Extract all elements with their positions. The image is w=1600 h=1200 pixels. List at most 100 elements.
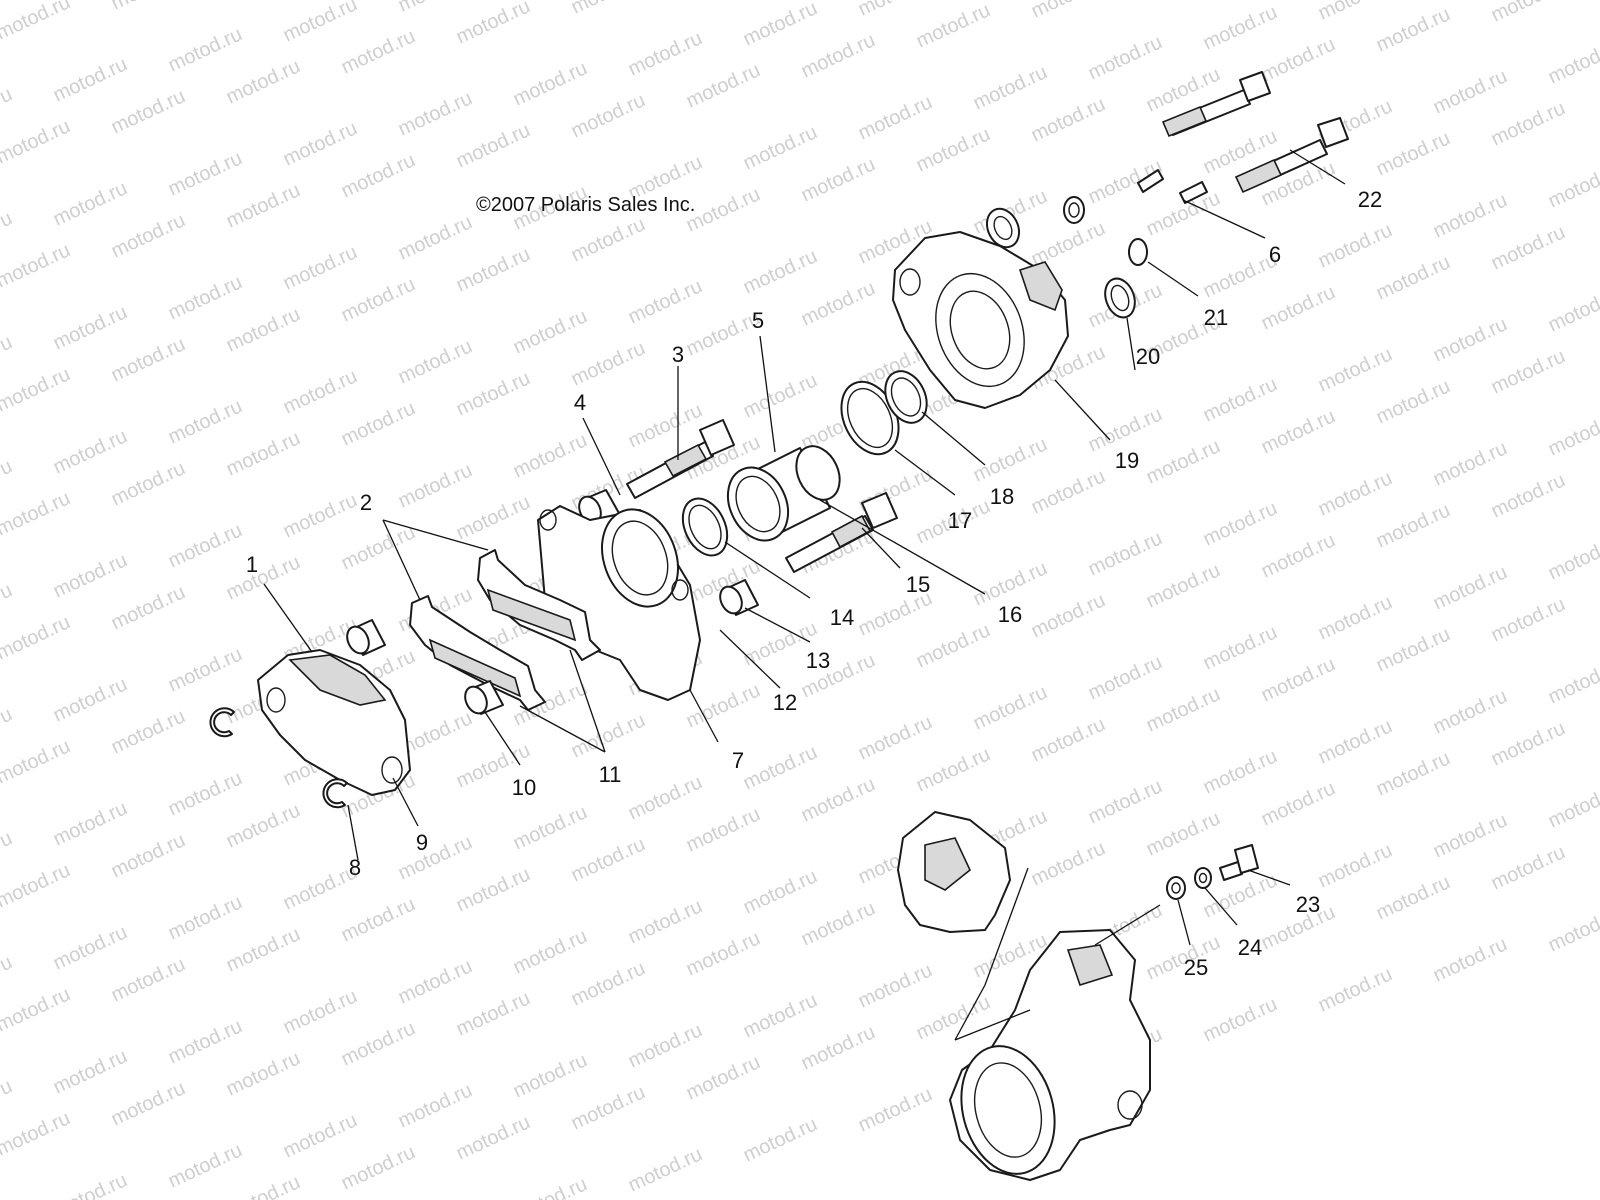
callout-7: 7 <box>732 748 744 773</box>
watermark-text: motod.ru <box>453 863 534 916</box>
watermark-text: motod.ru <box>1430 313 1511 366</box>
watermark-text: motod.ru <box>1143 435 1224 488</box>
caliper-housing-1 <box>257 649 411 796</box>
watermark-text: motod.ru <box>568 833 649 886</box>
watermark-text: motod.ru <box>740 1113 821 1166</box>
washer-21 <box>1128 238 1148 266</box>
watermark-text: motod.ru <box>1545 159 1600 212</box>
caliper-body-19 <box>892 231 1069 409</box>
bleeder-screw-left <box>1137 169 1164 193</box>
watermark-text: motod.ru <box>1315 963 1396 1016</box>
clip-upper <box>209 707 235 738</box>
callout-2: 2 <box>360 490 372 515</box>
watermark-text: motod.ru <box>223 427 304 480</box>
watermark-text: motod.ru <box>338 893 419 946</box>
watermark-text: motod.ru <box>740 741 821 794</box>
watermark-text: motod.ru <box>0 951 16 1004</box>
watermark-text: motod.ru <box>1028 465 1109 518</box>
watermark-text: motod.ru <box>1028 713 1109 766</box>
callouts: 1 2 3 4 5 6 7 8 9 10 11 12 13 14 15 16 1… <box>246 187 1382 980</box>
watermark-text: motod.ru <box>798 773 879 826</box>
watermark-text: motod.ru <box>108 705 189 758</box>
watermark-text: motod.ru <box>1315 343 1396 396</box>
watermark-text: motod.ru <box>913 743 994 796</box>
watermark-text: motod.ru <box>108 457 189 510</box>
watermark-text: motod.ru <box>0 83 16 136</box>
watermark-text: motod.ru <box>1545 779 1600 832</box>
watermark-text: motod.ru <box>1200 1 1281 54</box>
callout-16: 16 <box>998 602 1022 627</box>
watermark-text: motod.ru <box>568 0 649 19</box>
washer-upper-large <box>985 207 1021 249</box>
callout-24: 24 <box>1238 935 1262 960</box>
watermark-text: motod.ru <box>223 551 304 604</box>
watermark-text: motod.ru <box>1258 653 1339 706</box>
watermark-text: motod.ru <box>1028 217 1109 270</box>
watermark-text: motod.ru <box>1430 685 1511 738</box>
watermark-text: motod.ru <box>568 1081 649 1134</box>
watermark-text: motod.ru <box>1488 97 1569 150</box>
watermark-text: motod.ru <box>0 827 16 880</box>
watermark-text: motod.ru <box>108 1077 189 1130</box>
watermark-text: motod.ru <box>165 395 246 448</box>
watermark-text: motod.ru <box>280 365 361 418</box>
watermark-text: motod.ru <box>223 1171 304 1200</box>
watermark-text: motod.ru <box>280 117 361 170</box>
watermark-text: motod.ru <box>510 801 591 854</box>
watermark-text: motod.ru <box>338 149 419 202</box>
watermark-text: motod.ru <box>568 957 649 1010</box>
watermark-text: motod.ru <box>1488 221 1569 274</box>
watermark-text: motod.ru <box>510 1049 591 1102</box>
watermark-text: motod.ru <box>1545 903 1600 956</box>
watermark-text: motod.ru <box>1200 745 1281 798</box>
watermark-text: motod.ru <box>108 829 189 882</box>
washer-25 <box>1166 876 1186 900</box>
watermark-text: motod.ru <box>1430 561 1511 614</box>
watermark-text: motod.ru <box>108 333 189 386</box>
inset-connector-lines <box>954 867 1031 1041</box>
watermark-text: motod.ru <box>1430 189 1511 242</box>
watermark-text: motod.ru <box>50 673 131 726</box>
watermark-text: motod.ru <box>1085 775 1166 828</box>
callout-21: 21 <box>1204 305 1228 330</box>
watermark-text: motod.ru <box>223 55 304 108</box>
callout-11: 11 <box>599 762 622 787</box>
watermark-text: motod.ru <box>1085 31 1166 84</box>
callout-23: 23 <box>1296 892 1320 917</box>
watermark-text: motod.ru <box>625 1019 706 1072</box>
watermark-text: motod.ru <box>1430 809 1511 862</box>
watermark-text: motod.ru <box>740 865 821 918</box>
bushing-13 <box>719 579 759 616</box>
watermark-text: motod.ru <box>1488 345 1569 398</box>
watermark-text: motod.ru <box>1545 531 1600 584</box>
watermark-text: motod.ru <box>970 61 1051 114</box>
watermark-text: motod.ru <box>1545 283 1600 336</box>
watermark-text: motod.ru <box>0 207 16 260</box>
watermark-text: motod.ru <box>0 487 74 540</box>
watermark-text: motod.ru <box>165 767 246 820</box>
piston-5 <box>726 445 841 542</box>
watermark-text: motod.ru <box>740 989 821 1042</box>
watermark-text: motod.ru <box>0 1075 16 1128</box>
watermark-text: motod.ru <box>453 119 534 172</box>
watermark-text: motod.ru <box>338 25 419 78</box>
callout-18: 18 <box>990 484 1014 509</box>
watermark-text: motod.ru <box>625 275 706 328</box>
watermark-text: motod.ru <box>0 115 74 168</box>
watermark-text: motod.ru <box>50 53 131 106</box>
watermark-text: motod.ru <box>338 521 419 574</box>
watermark-text: motod.ru <box>740 121 821 174</box>
watermark-text: motod.ru <box>1315 591 1396 644</box>
watermark-text: motod.ru <box>395 459 476 512</box>
watermark-text: motod.ru <box>568 213 649 266</box>
leader-lines <box>263 149 1346 946</box>
watermark-text: motod.ru <box>0 703 16 756</box>
watermark-text: motod.ru <box>1200 373 1281 426</box>
washer-upper-small <box>1063 196 1085 224</box>
watermark-text: motod.ru <box>625 27 706 80</box>
watermark-text: motod.ru <box>1430 65 1511 118</box>
watermark-text: motod.ru <box>683 1051 764 1104</box>
pin-3 <box>626 419 735 499</box>
watermark-text: motod.ru <box>1200 993 1281 1046</box>
